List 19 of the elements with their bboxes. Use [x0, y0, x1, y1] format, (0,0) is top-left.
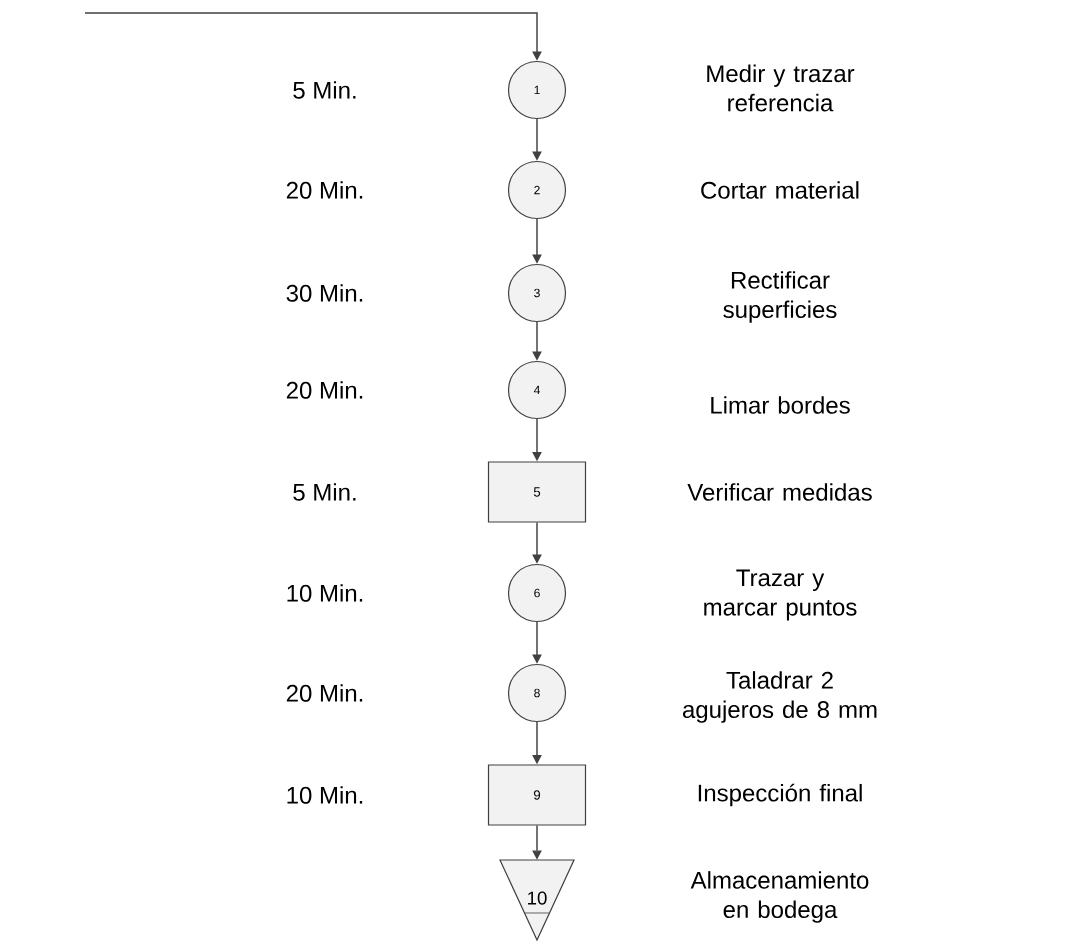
time-label: 20 Min.: [286, 181, 363, 199]
time-label: 10 Min.: [287, 786, 363, 804]
step-label: Verificar medidas: [687, 483, 872, 501]
time-label: 10 Min.: [287, 584, 363, 602]
step-label: Rectificar superficies: [723, 271, 837, 323]
step-label: Almacenamiento en bodega: [690, 871, 869, 923]
time-label: 5 Min.: [293, 483, 356, 501]
step-label: Medir y trazar referencia: [707, 64, 855, 112]
time-label: 20 Min.: [286, 381, 363, 399]
inspection-box: 9: [487, 764, 587, 826]
step-label: Cortar material: [701, 181, 859, 199]
time-label: 30 Min.: [286, 284, 363, 302]
step-label: Limar bordes: [711, 396, 850, 414]
time-label: 20 Min.: [286, 684, 363, 702]
step-label: Taladrar 2 agujeros de 8 mm: [683, 671, 877, 723]
step-label: Inspección final: [698, 783, 862, 807]
time-label: 5 Min.: [293, 81, 356, 99]
step-label: Trazar y marcar puntos: [704, 569, 857, 621]
inspection-box: 5: [487, 461, 587, 523]
